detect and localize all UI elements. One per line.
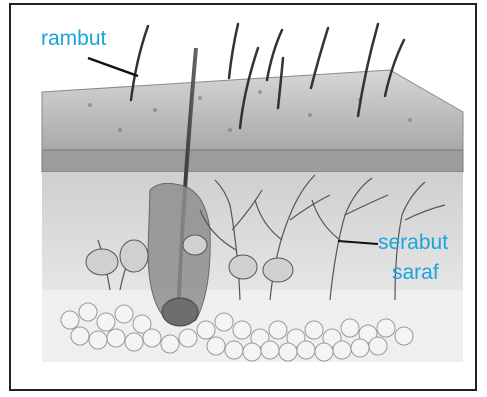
hair-bulb [162,298,198,326]
epidermis-layer [42,150,463,172]
hair-leader-line [88,58,138,76]
nerve-fiber-label-line1: serabut [378,231,448,255]
hair-label: rambut [41,27,106,51]
nerve-fiber-label-line2: saraf [392,261,439,285]
skin-surface [42,70,463,150]
